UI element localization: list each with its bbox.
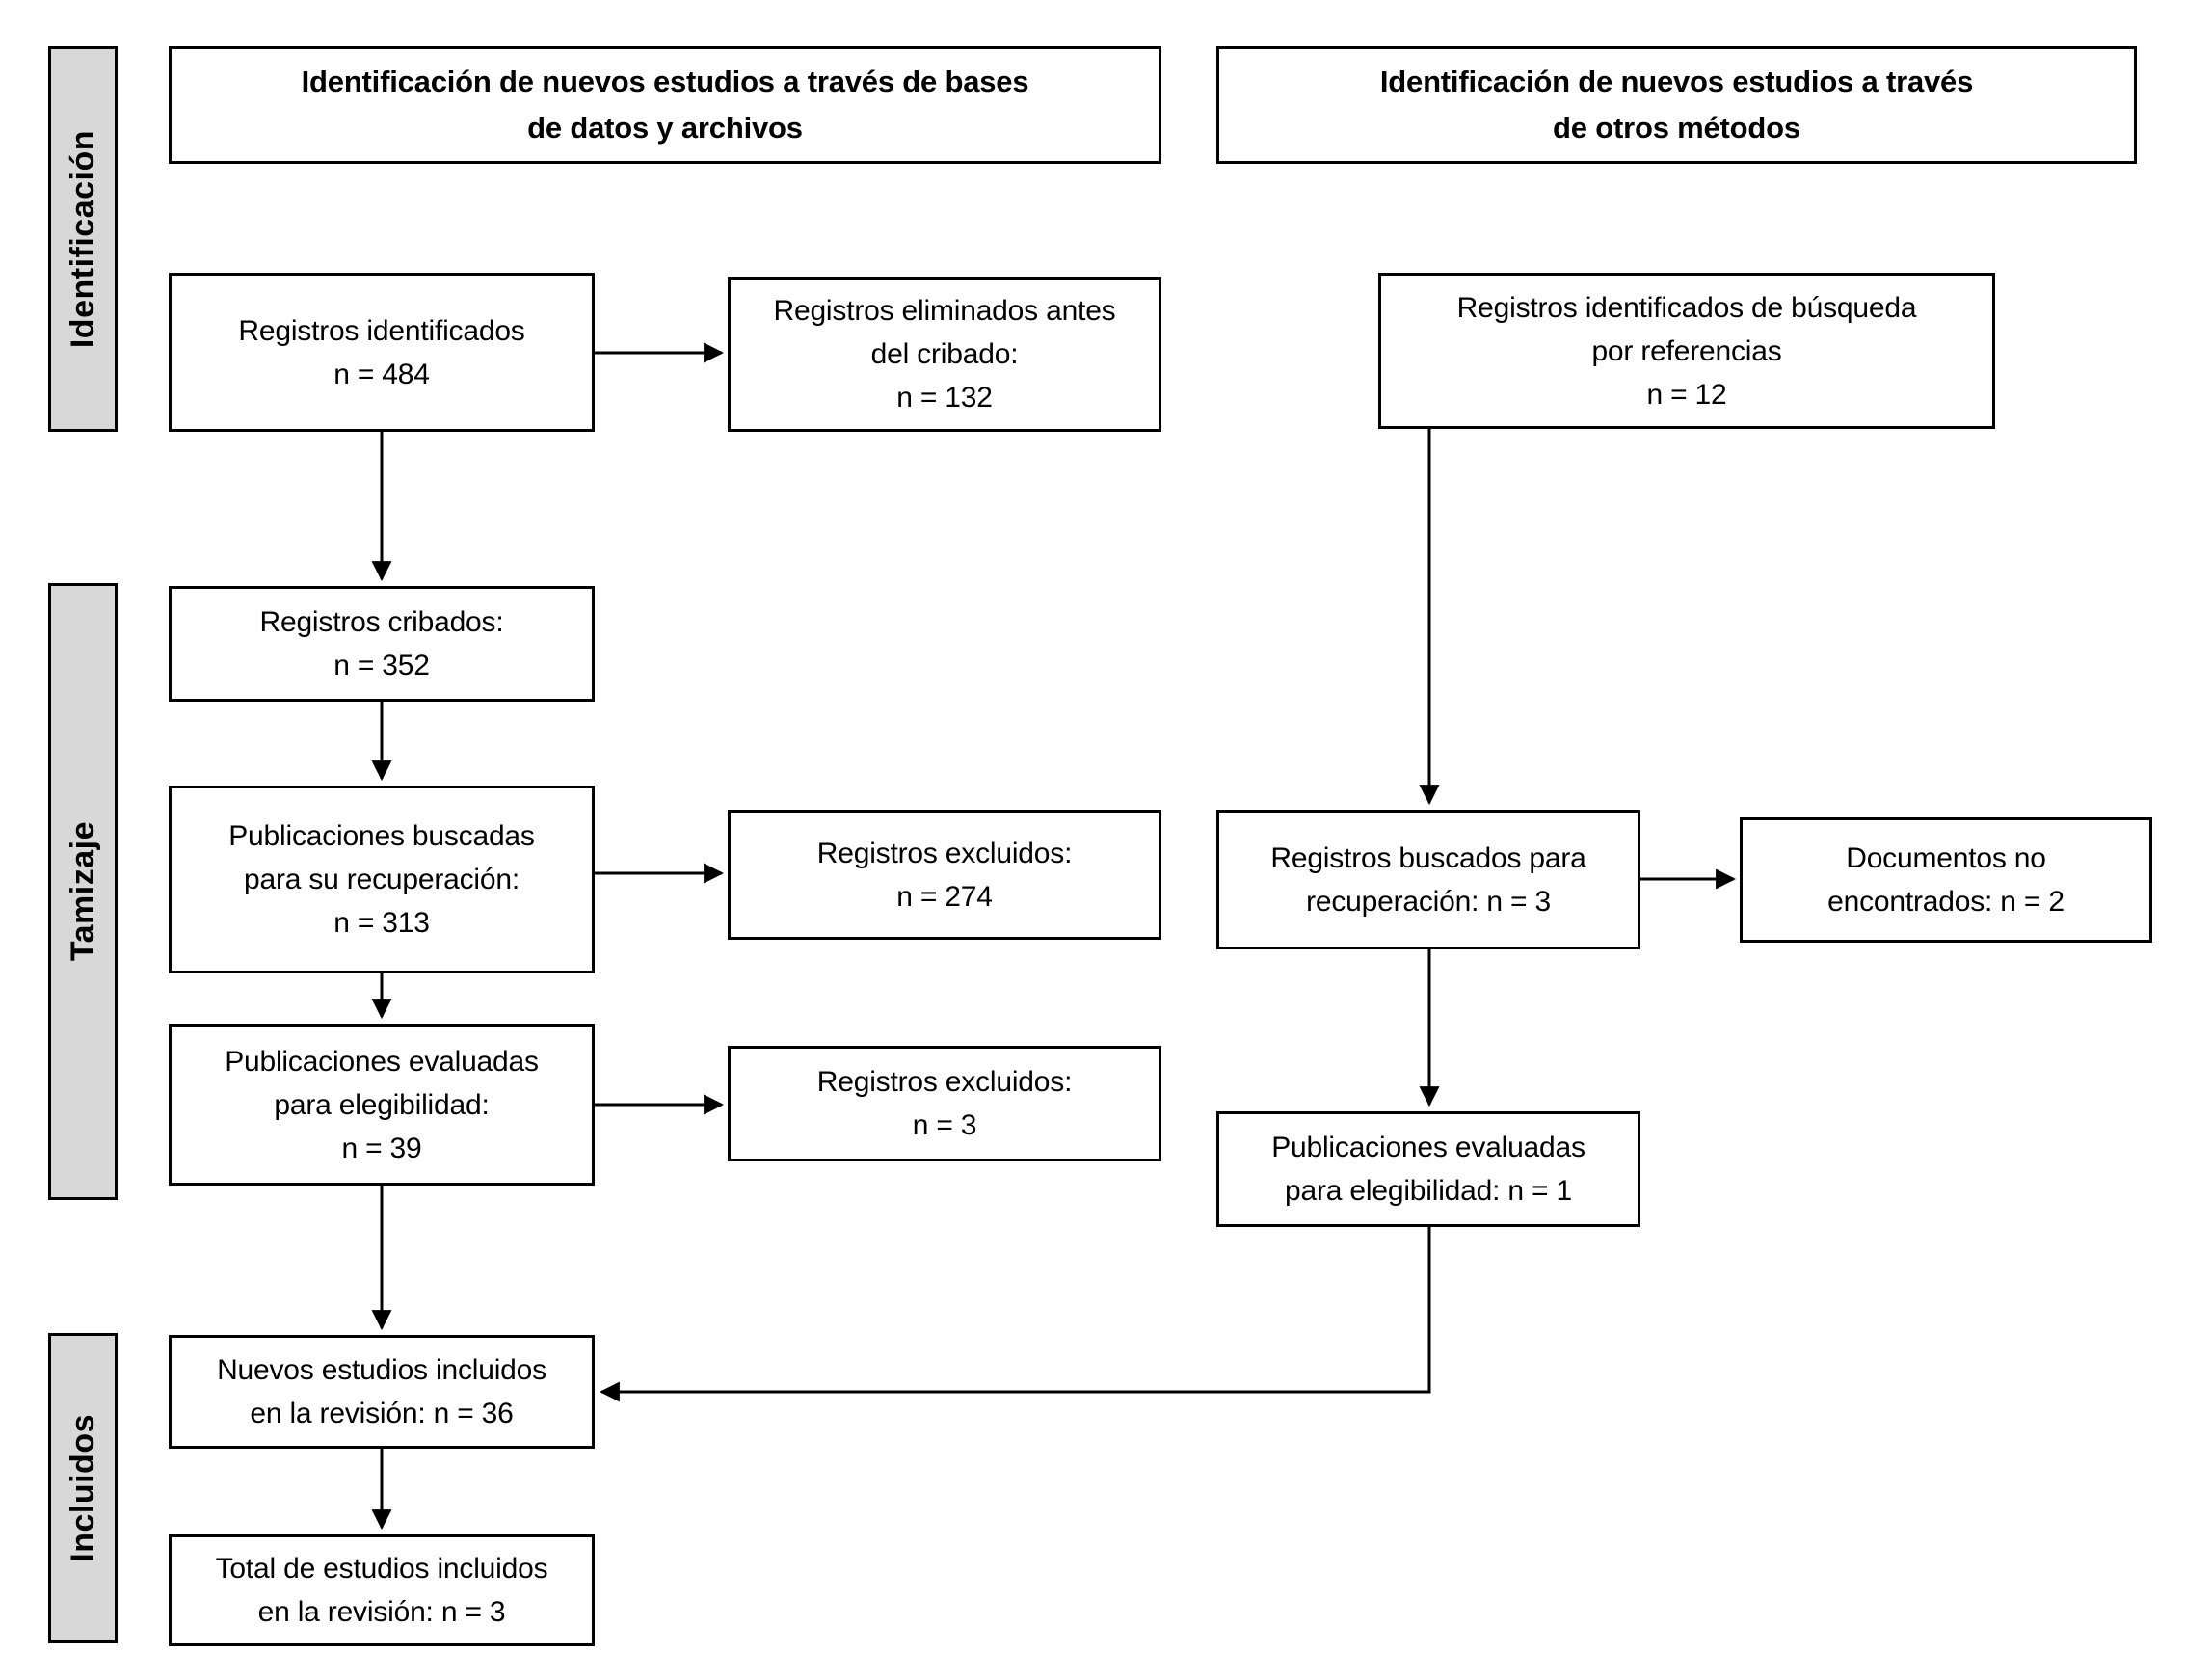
box-records-identified: Registros identificados n = 484 <box>169 273 595 432</box>
stage-label-incluidos: Incluidos <box>64 1414 101 1562</box>
arrow-assessed-references-to-included <box>599 1227 1431 1402</box>
box-records-screened: Registros cribados: n = 352 <box>169 586 595 702</box>
stage-bar-incluidos: Incluidos <box>48 1333 118 1643</box>
box-records-sought-references: Registros buscados para recuperación: n … <box>1216 810 1640 949</box>
box-records-excluded-screening: Registros excluidos: n = 274 <box>728 810 1161 940</box>
box-documents-not-found: Documentos no encontrados: n = 2 <box>1740 817 2152 943</box>
box-new-studies-included: Nuevos estudios incluidos en la revisión… <box>169 1335 595 1449</box>
box-total-studies-included: Total de estudios incluidos en la revisi… <box>169 1534 595 1646</box>
header-other-methods: Identificación de nuevos estudios a trav… <box>1216 46 2137 164</box>
stage-bar-identificacion: Identificación <box>48 46 118 432</box>
header-databases: Identificación de nuevos estudios a trav… <box>169 46 1161 164</box>
box-records-identified-references: Registros identificados de búsqueda por … <box>1378 273 1995 429</box>
box-records-removed-before-screening: Registros eliminados antes del cribado: … <box>728 277 1161 432</box>
stage-label-identificacion: Identificación <box>64 129 101 349</box>
stage-label-tamizaje: Tamizaje <box>64 821 101 962</box>
box-publications-assessed: Publicaciones evaluadas para elegibilida… <box>169 1024 595 1186</box>
box-publications-sought: Publicaciones buscadas para su recuperac… <box>169 786 595 973</box>
box-publications-assessed-references: Publicaciones evaluadas para elegibilida… <box>1216 1111 1640 1227</box>
box-records-excluded-eligibility: Registros excluidos: n = 3 <box>728 1046 1161 1161</box>
stage-bar-tamizaje: Tamizaje <box>48 583 118 1200</box>
